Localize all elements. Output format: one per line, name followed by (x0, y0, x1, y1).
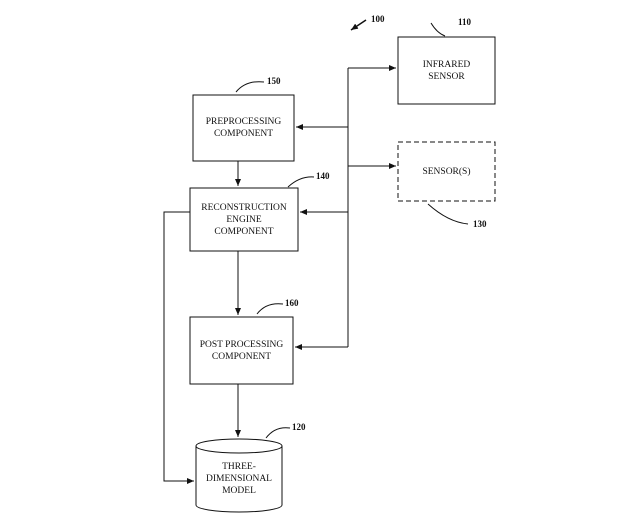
ref-150: 150 (267, 76, 281, 86)
sensors-box (397, 141, 496, 202)
ref-160: 160 (285, 298, 299, 308)
model-cylinder (195, 438, 283, 513)
sensors-label: SENSOR(S) (398, 142, 495, 201)
post-processing-text: POST PROCESSING COMPONENT (199, 339, 284, 362)
leader-120 (265, 427, 291, 439)
post-processing-label: POST PROCESSING COMPONENT (190, 317, 293, 384)
ref-120: 120 (292, 422, 306, 432)
reconstruction-text: RECONSTRUCTION ENGINE COMPONENT (201, 202, 287, 237)
arrow-recon-to-model (163, 211, 194, 484)
infrared-sensor-text: INFRARED SENSOR (422, 59, 471, 82)
post-processing-box (189, 316, 294, 385)
leader-150 (235, 81, 265, 93)
preprocessing-box (192, 94, 295, 162)
preprocessing-label: PREPROCESSING COMPONENT (193, 95, 294, 161)
preprocessing-text: PREPROCESSING COMPONENT (205, 117, 282, 139)
reconstruction-box (189, 187, 299, 252)
infrared-sensor-box (397, 36, 496, 105)
leader-130 (427, 203, 469, 225)
leader-140 (287, 176, 315, 188)
reconstruction-label: RECONSTRUCTION ENGINE COMPONENT (190, 188, 298, 251)
ref-110: 110 (458, 17, 472, 27)
ref-140: 140 (316, 171, 330, 181)
sensors-text: SENSOR(S) (422, 166, 471, 177)
leader-160 (256, 303, 284, 315)
figure-ref-number: 100 (371, 14, 385, 24)
model-text: THREE- DIMENSIONAL MODEL (206, 462, 272, 496)
infrared-sensor-label: INFRARED SENSOR (398, 37, 495, 104)
model-label: THREE- DIMENSIONAL MODEL (196, 454, 282, 504)
leader-110 (430, 22, 446, 37)
ref-130: 130 (473, 219, 487, 229)
figure-ref-arrow (350, 19, 367, 31)
